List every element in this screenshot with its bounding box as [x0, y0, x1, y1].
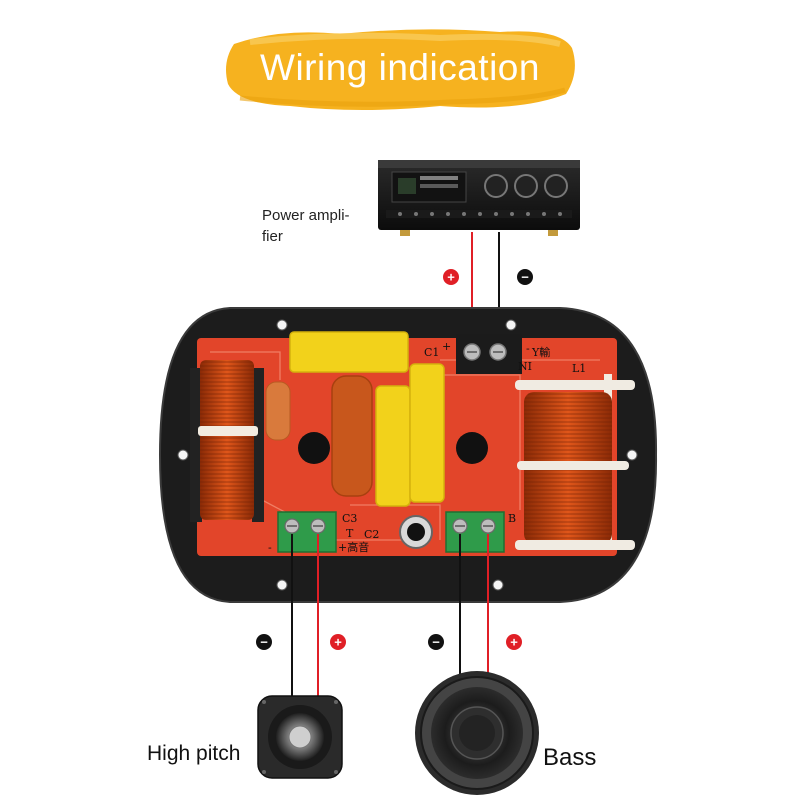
bass-label: Bass [543, 744, 597, 771]
title-banner: Wiring indication [220, 22, 580, 114]
tweeter-positive-marker: + [330, 634, 346, 650]
label-tweeter-terminal-text: +高音 [338, 540, 369, 554]
bass-positive-marker: + [506, 634, 522, 650]
bass-negative-marker: − [428, 634, 444, 650]
label-b: B [508, 512, 516, 525]
bass-negative-sign: − [432, 635, 440, 650]
capacitor-small-orange [265, 381, 291, 441]
input-negative-sign: − [521, 270, 529, 285]
tweeter-terminal-block [277, 511, 337, 553]
left-inductor-coil [190, 360, 264, 522]
capacitor-yellow-top [289, 331, 409, 373]
power-amplifier-label-line1: Power ampli- [262, 207, 350, 224]
input-positive-sign: + [447, 270, 455, 285]
label-minus-tweeter: - [268, 541, 272, 554]
input-terminal-block [456, 334, 522, 374]
bass-positive-sign: + [510, 635, 518, 650]
power-amplifier-label: Power ampli- fier [262, 205, 372, 247]
board-hole-right [456, 432, 488, 464]
label-minus-input: - [526, 342, 530, 355]
input-positive-marker: + [443, 269, 459, 285]
brush-stroke-shape [226, 29, 575, 110]
label-c2: C2 [364, 528, 379, 541]
crossover-board: C1 + - Y輸 NI L1 C3 T C2 +高音 - B [158, 307, 658, 603]
label-t: T [346, 527, 354, 540]
power-amplifier [378, 160, 580, 236]
input-negative-marker: − [517, 269, 533, 285]
label-plus-input: + [442, 340, 451, 353]
woofer-speaker [415, 671, 539, 795]
label-in: NI [518, 360, 532, 373]
bass-terminal-block [445, 511, 505, 553]
power-amplifier-label-line2: fier [262, 228, 283, 245]
label-input-terminal-text: Y輸 [531, 345, 550, 359]
label-c3: C3 [342, 512, 357, 525]
board-hole-left [298, 432, 330, 464]
capacitor-yellow-tall [409, 363, 445, 503]
tweeter-positive-sign: + [334, 635, 342, 650]
mounting-holes [177, 319, 638, 591]
capacitor-orange [331, 375, 373, 497]
capacitor-yellow-middle [375, 385, 411, 507]
label-c1: C1 [424, 346, 439, 359]
right-inductor-coil [515, 374, 635, 550]
tweeter-negative-marker: − [256, 634, 272, 650]
tweeter-negative-sign: − [260, 635, 268, 650]
page-title: Wiring indication [260, 47, 540, 88]
high-pitch-label: High pitch [147, 742, 241, 765]
label-l1: L1 [572, 362, 586, 375]
tweeter-speaker [257, 695, 343, 779]
electrolytic-capacitor [399, 515, 433, 549]
